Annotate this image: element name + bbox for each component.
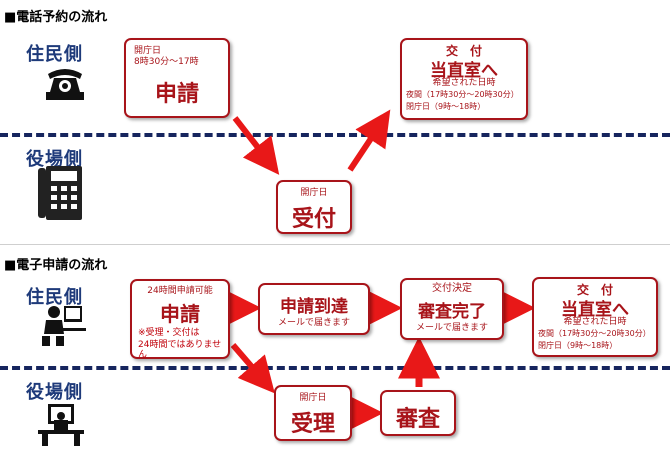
office-worker-icon	[38, 404, 84, 446]
s1-delivery-box: 交 付 当直室へ 希望された日時 夜間（17時30分～20時30分） 閉庁日（9…	[400, 38, 528, 120]
section2-office-label: 役場側	[26, 382, 83, 403]
s1-apply-line1: 開庁日	[134, 46, 162, 56]
section2-title: ■電子申請の流れ	[4, 258, 108, 273]
s2-apply-note2: 24時間ではありません	[138, 340, 222, 360]
s1-delivery-l2: 夜間（17時30分～20時30分）	[406, 90, 519, 99]
section2-divider	[0, 366, 670, 370]
s2-accept-small: 開庁日	[299, 393, 327, 403]
section2-resident-label: 住民側	[26, 287, 83, 308]
s2-delivery-l3: 閉庁日（9時～18時）	[538, 341, 618, 350]
telephone-icon	[46, 69, 84, 100]
s1-delivery-l1: 希望された日時	[432, 78, 496, 88]
office-phone-icon	[38, 166, 82, 220]
section-separator	[0, 244, 670, 245]
section1-resident-label: 住民側	[26, 44, 83, 65]
s1-delivery-top: 交 付	[445, 44, 482, 58]
s1-delivery-l3: 閉庁日（9時～18時）	[406, 102, 486, 111]
s2-arrival-box: 申請到達 メールで届きます	[258, 283, 370, 335]
s2-accept-main: 受理	[290, 412, 335, 437]
s2-complete-main: 審査完了	[418, 302, 486, 322]
arrow-receive-to-delivery	[347, 109, 391, 172]
s2-delivery-top: 交 付	[576, 283, 613, 297]
s2-apply-main: 申請	[160, 302, 200, 326]
s2-complete-sub: メールで届きます	[415, 323, 488, 333]
s1-delivery-main: 当直室へ	[430, 61, 498, 81]
s1-receive-small: 開庁日	[300, 188, 328, 198]
computer-user-icon	[42, 306, 86, 346]
arrow-apply-to-receive	[232, 116, 280, 175]
s2-complete-box: 交付決定 審査完了 メールで届きます	[400, 278, 504, 340]
section1-title: ■電話予約の流れ	[4, 10, 108, 25]
s2-arrival-sub: メールで届きます	[277, 318, 350, 328]
s2-apply-box: 24時間申請可能 申請 ※受理・交付は 24時間ではありません	[130, 279, 230, 360]
s1-apply-main: 申請	[154, 82, 199, 107]
s2-review-box: 審査	[380, 390, 456, 436]
s1-apply-box: 開庁日 8時30分～17時 申請	[124, 38, 230, 118]
s2-apply-note1: ※受理・交付は	[138, 328, 200, 338]
s2-apply-top: 24時間申請可能	[147, 286, 213, 296]
s1-receive-main: 受付	[291, 207, 336, 232]
s2-arrival-main: 申請到達	[280, 297, 348, 317]
arrow-apply-to-accept	[230, 343, 275, 394]
s2-complete-top: 交付決定	[432, 283, 472, 294]
s2-delivery-box: 交 付 当直室へ 希望された日時 夜間（17時30分～20時30分） 閉庁日（9…	[532, 277, 658, 357]
s1-receive-box: 開庁日 受付	[276, 180, 352, 234]
s2-delivery-l2: 夜間（17時30分～20時30分）	[538, 329, 651, 338]
section1-divider	[0, 133, 670, 137]
s1-apply-line2: 8時30分～17時	[134, 57, 199, 67]
s2-review-main: 審査	[395, 407, 440, 432]
s2-accept-box: 開庁日 受理	[274, 385, 352, 441]
section1-office-label: 役場側	[26, 149, 83, 170]
s2-delivery-main: 当直室へ	[561, 300, 629, 320]
s2-delivery-l1: 希望された日時	[563, 317, 627, 327]
